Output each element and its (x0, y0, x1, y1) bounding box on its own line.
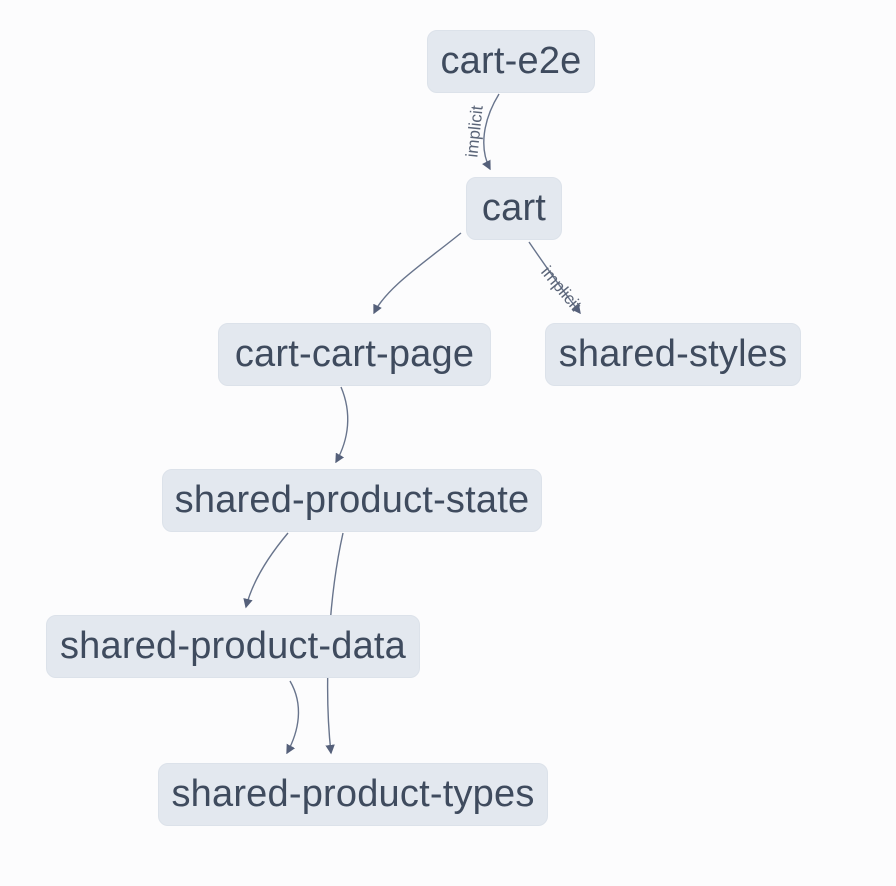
edge-cart-e2e-to-cart (482, 93, 500, 171)
edge-shared-product-data-to-shared-product-types (286, 680, 300, 755)
node-label: cart-e2e (440, 40, 582, 82)
edge-shared-product-state-to-shared-product-data (243, 532, 289, 609)
node-label: cart-cart-page (234, 333, 475, 375)
graph-node-shared-styles[interactable]: shared-styles (545, 323, 801, 386)
edge-cart-to-cart-cart-page (373, 232, 462, 315)
edge-cart-cart-page-to-shared-product-state (335, 386, 349, 464)
graph-node-shared-product-data[interactable]: shared-product-data (46, 615, 420, 678)
edge-cart-to-shared-styles (528, 241, 581, 315)
node-label: shared-styles (558, 333, 788, 375)
node-label: shared-product-types (171, 773, 535, 815)
graph-node-shared-product-types[interactable]: shared-product-types (158, 763, 548, 826)
node-label: shared-product-data (59, 625, 406, 667)
graph-node-cart-cart-page[interactable]: cart-cart-page (218, 323, 491, 386)
graph-node-cart-e2e[interactable]: cart-e2e (427, 30, 595, 93)
graph-node-cart[interactable]: cart (466, 177, 562, 240)
node-label: cart (481, 187, 547, 229)
node-label: shared-product-state (174, 479, 530, 521)
graph-node-shared-product-state[interactable]: shared-product-state (162, 469, 542, 532)
